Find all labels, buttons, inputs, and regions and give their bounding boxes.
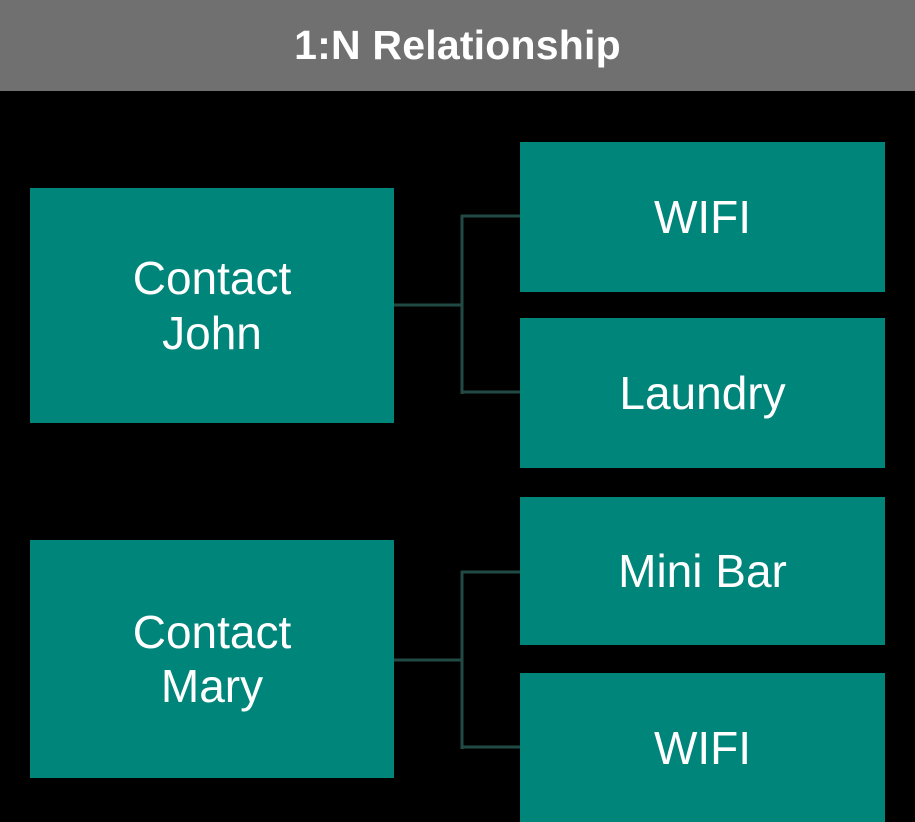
- connector-group-john: [394, 214, 521, 394]
- node-label: WIFI: [653, 721, 752, 774]
- node-contact-john[interactable]: Contact John: [30, 188, 394, 423]
- node-wifi-mary[interactable]: WIFI: [520, 673, 885, 822]
- node-wifi-john[interactable]: WIFI: [520, 142, 885, 292]
- node-label: Mini Bar: [618, 544, 787, 597]
- node-label: WIFI: [653, 190, 752, 243]
- node-label: Laundry: [619, 366, 786, 419]
- title-bar: 1:N Relationship: [0, 0, 915, 91]
- node-label: Contact Mary: [132, 605, 292, 712]
- connector-group-mary: [394, 570, 521, 749]
- node-label: Contact John: [132, 252, 292, 359]
- node-laundry-john[interactable]: Laundry: [520, 318, 885, 468]
- node-mini-bar-mary[interactable]: Mini Bar: [520, 497, 885, 645]
- node-contact-mary[interactable]: Contact Mary: [30, 540, 394, 778]
- page-title: 1:N Relationship: [294, 22, 621, 68]
